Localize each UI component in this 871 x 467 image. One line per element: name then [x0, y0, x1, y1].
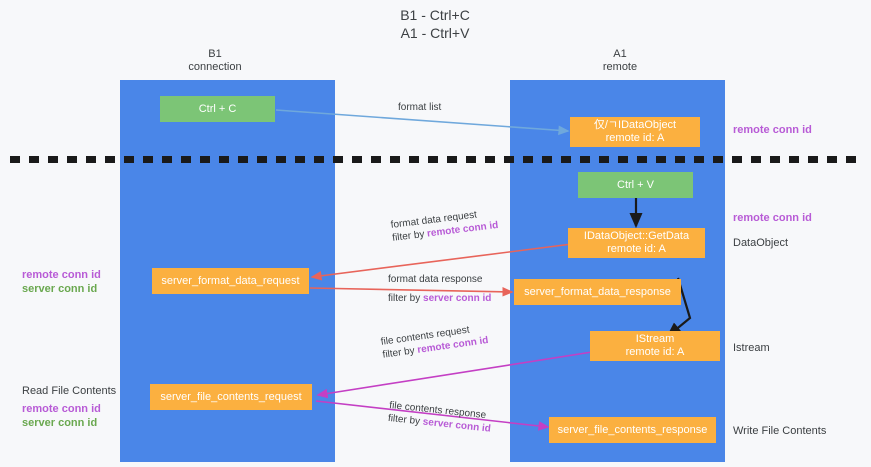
label-file-contents-response: file contents response filter by server …: [387, 399, 493, 436]
note-write-file-contents-text: Write File Contents: [733, 425, 827, 437]
box-server-file-contents-request-label: server_file_contents_request: [160, 390, 302, 403]
note-istream: Istream: [733, 341, 770, 355]
box-istream-line1: IStream: [635, 333, 675, 345]
box-server-file-contents-request[interactable]: server_file_contents_request: [150, 384, 312, 410]
box-server-file-contents-response[interactable]: server_file_contents_response: [549, 417, 716, 443]
note-left-remote-conn-id-bottom: remote conn id: [22, 403, 101, 415]
note-remote-conn-id-mid: remote conn id: [733, 211, 812, 225]
box-ctrl-v-label: Ctrl + V: [617, 178, 654, 191]
column-header-a1-name: A1: [613, 48, 627, 60]
label-format-data-response-text: format data response: [388, 274, 483, 285]
box-server-format-data-response-label: server_format_data_response: [524, 285, 671, 298]
label-format-data-response-filter: filter by server conn id: [388, 292, 491, 305]
column-header-b1: B1 connection: [150, 48, 280, 74]
note-read-file-contents: Read File Contents: [22, 384, 116, 398]
box-server-format-data-request-label: server_format_data_request: [161, 274, 300, 287]
note-remote-conn-id-mid-text: remote conn id: [733, 212, 812, 224]
label-format-data-request-filter-prefix: filter by: [391, 228, 428, 244]
note-istream-text: Istream: [733, 342, 770, 354]
box-server-format-data-request[interactable]: server_format_data_request: [152, 268, 309, 294]
note-dataobject: DataObject: [733, 236, 788, 250]
note-remote-conn-id-top-text: remote conn id: [733, 124, 812, 136]
box-istream-line2: remote id: A: [625, 346, 685, 358]
note-write-file-contents: Write File Contents: [733, 424, 826, 438]
phase-separator: [10, 156, 861, 163]
box-idataobject-remote[interactable]: 仅/ㄱIDataObject remote id: A: [570, 117, 700, 147]
column-header-a1-role: remote: [602, 61, 638, 73]
label-file-contents-response-filter-prefix: filter by: [387, 412, 424, 428]
box-istream[interactable]: IStream remote id: A: [590, 331, 720, 361]
column-header-a1: A1 remote: [555, 48, 685, 74]
column-header-b1-role: connection: [188, 61, 242, 73]
label-format-data-request: format data request filter by remote con…: [390, 206, 499, 245]
label-file-contents-request: file contents request filter by remote c…: [380, 321, 489, 362]
label-format-list-text: format list: [398, 102, 442, 113]
title-line-1: B1 - Ctrl+C: [400, 7, 470, 23]
box-ctrl-c[interactable]: Ctrl + C: [160, 96, 275, 122]
note-remote-conn-id-top: remote conn id: [733, 123, 812, 137]
column-header-b1-name: B1: [208, 48, 222, 60]
note-left-server-conn-id-mid: server conn id: [22, 283, 98, 295]
box-ctrl-v[interactable]: Ctrl + V: [578, 172, 693, 198]
label-format-data-response-filter-key: server conn id: [423, 293, 492, 304]
title-line-2: A1 - Ctrl+V: [400, 25, 470, 41]
note-left-remote-conn-id-mid: remote conn id: [22, 269, 101, 281]
box-idataobject-getdata-line2: remote id: A: [607, 243, 666, 255]
note-left-conn-ids-bottom: remote conn id server conn id: [22, 402, 101, 430]
box-ctrl-c-label: Ctrl + C: [198, 102, 237, 115]
label-format-data-response: format data response filter by server co…: [388, 273, 491, 305]
box-server-file-contents-response-label: server_file_contents_response: [557, 423, 708, 436]
page-title: B1 - Ctrl+C A1 - Ctrl+V: [335, 6, 535, 42]
note-read-file-contents-text: Read File Contents: [22, 385, 117, 397]
box-idataobject-getdata[interactable]: IDataObject::GetData remote id: A: [568, 228, 705, 258]
note-left-conn-ids-mid: remote conn id server conn id: [22, 268, 101, 296]
note-left-server-conn-id-bottom: server conn id: [22, 417, 98, 429]
box-server-format-data-response[interactable]: server_format_data_response: [514, 279, 681, 305]
box-idataobject-remote-line2: remote id: A: [605, 132, 665, 144]
label-file-contents-request-filter-prefix: filter by: [381, 344, 419, 361]
box-idataobject-getdata-line1: IDataObject::GetData: [583, 230, 690, 242]
note-dataobject-text: DataObject: [733, 237, 789, 249]
label-format-data-response-filter-prefix: filter by: [388, 293, 424, 304]
label-format-list: format list: [398, 101, 441, 114]
box-idataobject-remote-line1: 仅/ㄱIDataObject: [593, 119, 677, 131]
